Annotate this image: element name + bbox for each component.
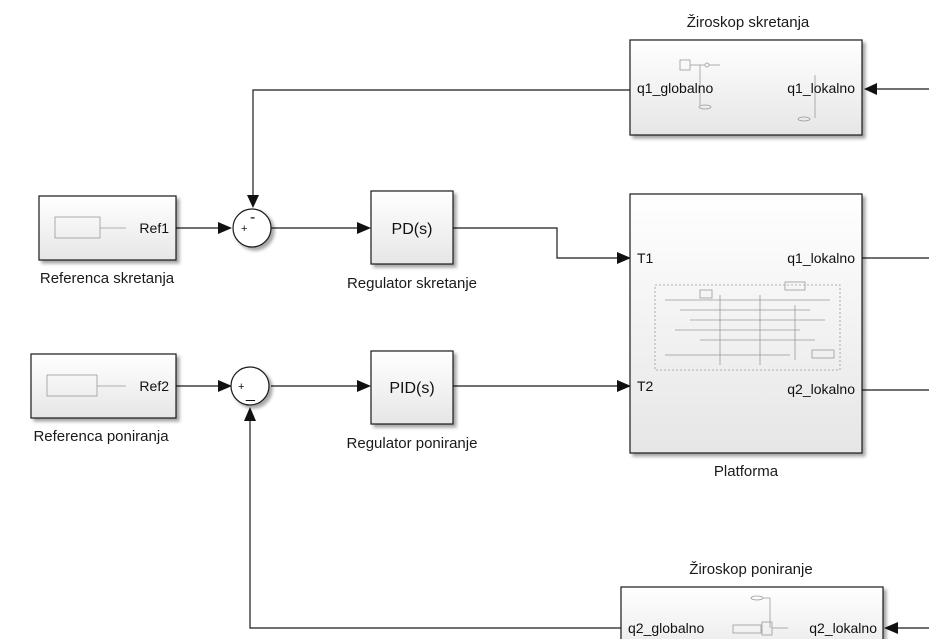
gyro-yaw-in-port: q1_globalno (637, 80, 714, 96)
sum2-block[interactable]: + _ (230, 366, 270, 406)
sum2-left-sign: + (238, 381, 244, 393)
pd-block[interactable]: PD(s) Regulator skretanje (347, 190, 477, 292)
sum2-bottom-sign: _ (245, 385, 256, 402)
arrow-into-t1 (617, 252, 631, 264)
ref1-port: Ref1 (139, 220, 169, 236)
signal-lines (176, 88, 929, 629)
arrow-into-pd (357, 222, 371, 234)
arrowheads (218, 83, 898, 634)
sum1-top-sign: - (250, 209, 255, 226)
sum2-circle[interactable] (230, 366, 270, 406)
gyro-pitch-in-port: q2_globalno (628, 620, 705, 636)
wire-q1-feedback (252, 89, 630, 196)
arrow-into-pid (357, 380, 371, 392)
sum1-left-sign: + (241, 223, 247, 235)
ref2-block[interactable]: Ref2 Referenca poniranja (30, 353, 177, 445)
ref2-inner-icon (46, 374, 98, 397)
ref1-label: Referenca skretanja (40, 270, 175, 287)
platform-in-t1: T1 (637, 250, 654, 266)
gyro-pitch-out-port: q2_lokalno (809, 620, 877, 636)
ref1-block[interactable]: Ref1 Referenca skretanja (38, 195, 177, 287)
wire-q2-feedback (249, 418, 621, 629)
gyro-yaw-out-port: q1_lokalno (787, 80, 855, 96)
pid-body[interactable] (370, 350, 454, 425)
platform-block[interactable]: T1 T2 q1_lokalno q2_lokalno Platforma (629, 193, 863, 480)
gyro-pitch-block[interactable]: Žiroskop poniranje q2_globalno q2_lokaln… (620, 561, 884, 639)
arrow-into-t2 (617, 380, 631, 392)
arrow-into-sum1-top (247, 195, 259, 208)
platform-label: Platforma (714, 463, 779, 480)
arrow-into-gyro-bottom (884, 622, 898, 634)
pid-block[interactable]: PID(s) Regulator poniranje (347, 350, 478, 452)
platform-in-t2: T2 (637, 378, 654, 394)
pd-body[interactable] (370, 190, 454, 265)
gyro-yaw-inner-icon (679, 59, 816, 122)
platform-out-q2: q2_lokalno (787, 381, 855, 397)
ref2-port: Ref2 (139, 378, 169, 394)
gyro-yaw-body[interactable] (629, 39, 863, 136)
pd-label: Regulator skretanje (347, 275, 477, 292)
arrow-into-gyro-top (864, 83, 877, 95)
ref1-inner-icon (54, 216, 101, 239)
gyro-pitch-inner-icon (732, 595, 788, 636)
pid-label: Regulator poniranje (347, 435, 478, 452)
platform-body[interactable] (629, 193, 863, 454)
wire-pd-t1 (453, 227, 621, 259)
pd-text: PD(s) (392, 221, 433, 238)
platform-inner-icon (654, 281, 841, 371)
gyro-yaw-title: Žiroskop skretanja (687, 14, 810, 31)
gyro-yaw-block[interactable]: Žiroskop skretanja q1_globalno q1_lokaln… (629, 14, 863, 136)
arrow-into-sum2-bottom (244, 407, 256, 421)
platform-out-q1: q1_lokalno (787, 250, 855, 266)
arrow-into-sum2 (218, 380, 232, 392)
pid-text: PID(s) (389, 380, 434, 397)
sum1-block[interactable]: + - (232, 208, 272, 248)
ref2-label: Referenca poniranja (33, 428, 169, 445)
gyro-pitch-body[interactable] (620, 586, 884, 639)
gyro-pitch-title: Žiroskop poniranje (689, 561, 812, 578)
arrow-into-sum1 (218, 222, 232, 234)
sum1-circle[interactable] (232, 208, 272, 248)
